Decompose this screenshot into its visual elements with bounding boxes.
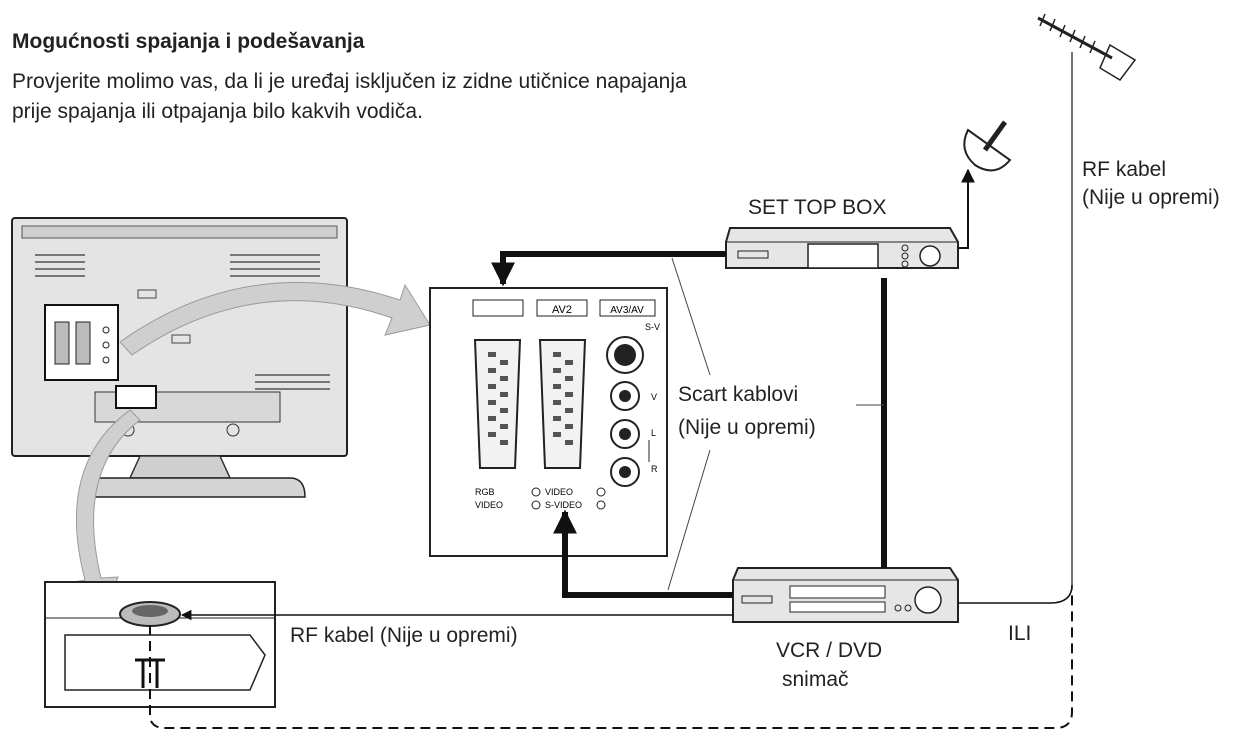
panel-label-sv: S-V	[645, 322, 660, 332]
panel-label-v: V	[651, 392, 657, 402]
antenna-icon	[1037, 13, 1137, 590]
label-rf-cable-top-2: (Nije u opremi)	[1082, 186, 1220, 209]
label-ili: ILI	[1008, 622, 1032, 645]
intro-line-1: Provjerite molimo vas, da li je uređaj i…	[12, 70, 687, 93]
panel-label-av2: AV2	[552, 304, 572, 316]
vcr-dvd-recorder	[732, 567, 959, 623]
label-rf-cable-top-1: RF kabel	[1082, 158, 1167, 181]
panel-label-video2: VIDEO	[545, 487, 573, 497]
tv-rear	[11, 217, 348, 498]
panel-label-av3: AV3/AV	[610, 305, 644, 316]
set-top-box	[725, 227, 959, 269]
connector-panel: AV2 AV3/AV S-V V L R RGB VIDEO VIDEO S-V…	[429, 287, 668, 557]
panel-label-rgb: RGB	[475, 487, 495, 497]
diagram-title: Mogućnosti spajanja i podešavanja	[12, 30, 365, 53]
panel-label-l: L	[651, 428, 656, 438]
antenna-input-box	[44, 581, 276, 708]
panel-label-svideo: S-VIDEO	[545, 500, 582, 510]
label-set-top-box: SET TOP BOX	[748, 196, 887, 219]
panel-label-r: R	[651, 464, 658, 474]
panel-label-video: VIDEO	[475, 500, 503, 510]
cables	[149, 168, 1073, 729]
label-scart-2: (Nije u opremi)	[678, 416, 816, 439]
intro-line-2: prije spajanja ili otpajanja bilo kakvih…	[12, 100, 423, 123]
satellite-dish-icon	[963, 120, 1012, 172]
label-scart-1: Scart kablovi	[678, 383, 799, 406]
label-vcr-1: VCR / DVD	[776, 639, 883, 662]
label-rf-cable-bottom: RF kabel (Nije u opremi)	[290, 624, 518, 647]
label-vcr-2: snimač	[782, 668, 849, 691]
